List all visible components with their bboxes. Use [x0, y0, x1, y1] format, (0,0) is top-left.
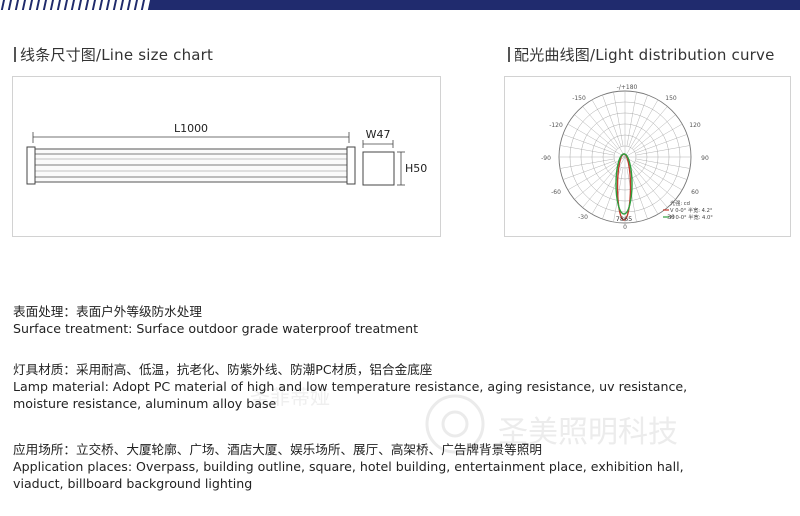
- polar-spoke: [633, 114, 676, 151]
- polar-spoke: [567, 156, 626, 191]
- legend-h: H 0-0° 半宽: 4.0°: [670, 213, 713, 221]
- header-stripe-bar: [0, 0, 800, 14]
- surface-treatment-block: 表面处理：表面户外等级防水处理 Surface treatment: Surfa…: [13, 303, 418, 337]
- polar-spoke: [628, 94, 648, 147]
- polar-spoke: [631, 165, 668, 208]
- angle-label-p120: 120: [689, 122, 701, 129]
- polar-spoke: [567, 123, 626, 158]
- watermark-logo-core: [441, 410, 469, 438]
- h-plane-curve: [615, 153, 633, 215]
- application-cn: 应用场所：立交桥、大厦轮廓、广场、酒店大厦、娱乐场所、展厅、高架桥、广告牌背景等…: [13, 442, 542, 457]
- polar-spoke: [624, 99, 659, 158]
- angle-label-180: -/+180: [617, 84, 638, 91]
- angle-label-p150: 150: [665, 95, 677, 102]
- application-block: 应用场所：立交桥、大厦轮廓、广场、酒店大厦、娱乐场所、展厅、高架桥、广告牌背景等…: [13, 441, 684, 492]
- angle-label-p60: 60: [691, 189, 699, 196]
- height-label: H50: [405, 162, 427, 175]
- angle-label-n30: -30: [578, 214, 588, 221]
- polar-spoke: [635, 160, 688, 180]
- polar-spoke: [613, 91, 624, 147]
- angle-label-0: 0: [623, 224, 627, 231]
- polar-spoke: [582, 165, 619, 208]
- polar-spoke: [559, 158, 615, 169]
- angle-label-n60: -60: [551, 189, 561, 196]
- distribution-panel: -/+180 -150 150 -120 120 -90 90 -60 60 -…: [504, 76, 791, 237]
- legend-unit: 光强: cd: [670, 199, 690, 207]
- lamp-cross-section: [362, 151, 395, 186]
- polar-spoke: [631, 106, 668, 149]
- line-size-heading: 线条尺寸图/Line size chart: [14, 44, 213, 65]
- lamp-material-cn: 灯具材质：采用耐高、低温，抗老化、防紫外线、防潮PC材质，铝合金底座: [13, 362, 433, 377]
- surface-treatment-cn: 表面处理：表面户外等级防水处理: [13, 304, 202, 319]
- line-size-panel: L1000 W47 H50: [12, 76, 441, 237]
- lamp-material-en-line1: Lamp material: Adopt PC material of high…: [13, 379, 688, 394]
- polar-spoke: [574, 114, 617, 151]
- application-en-line2: viaduct, billboard background lighting: [13, 476, 253, 491]
- polar-spoke: [562, 134, 615, 154]
- polar-diagram: -/+180 -150 150 -120 120 -90 90 -60 60 -…: [541, 84, 713, 231]
- angle-label-n90: -90: [541, 155, 551, 162]
- polar-spoke: [635, 145, 691, 156]
- lamp-material-block: 灯具材质：采用耐高、低温，抗老化、防紫外线、防潮PC材质，铝合金底座 Lamp …: [13, 361, 687, 412]
- width-label: W47: [366, 128, 391, 141]
- polar-spoke: [591, 99, 626, 158]
- polar-spoke: [624, 156, 683, 191]
- angle-label-p30: 30: [667, 214, 675, 221]
- curve-legend: 光强: cd V 0-0° 半宽: 4.2° H 0-0° 半宽: 4.0°: [663, 199, 713, 221]
- polar-spoke: [635, 158, 691, 169]
- angle-labels: -/+180 -150 150 -120 120 -90 90 -60 60 -…: [541, 84, 709, 231]
- polar-spoke: [626, 91, 637, 147]
- angle-label-p90: 90: [701, 155, 709, 162]
- heading-marker: [14, 47, 16, 62]
- lamp-material-en-line2: moisture resistance, aluminum alloy base: [13, 396, 277, 411]
- heading-marker: [508, 47, 510, 62]
- stripe-pattern: [0, 0, 800, 10]
- polar-spoke: [559, 145, 615, 156]
- application-en-line1: Application places: Overpass, building o…: [13, 459, 684, 474]
- angle-label-n150: -150: [572, 95, 586, 102]
- distribution-heading: 配光曲线图/Light distribution curve: [508, 44, 775, 65]
- length-label: L1000: [174, 122, 208, 135]
- surface-treatment-en: Surface treatment: Surface outdoor grade…: [13, 321, 419, 336]
- legend-v: V 0-0° 半宽: 4.2°: [670, 206, 713, 214]
- angle-label-n120: -120: [549, 122, 563, 129]
- polar-spoke: [562, 160, 615, 180]
- line-size-drawing: L1000 W47 H50: [26, 122, 427, 186]
- polar-spoke: [582, 106, 619, 149]
- polar-grid: [558, 90, 692, 224]
- polar-spoke: [574, 163, 617, 200]
- polar-spoke: [633, 163, 676, 200]
- polar-spoke: [635, 134, 688, 154]
- lamp-side-view: [26, 146, 356, 185]
- polar-spoke: [602, 94, 622, 147]
- center-intensity-value: 7865: [616, 215, 633, 223]
- polar-spoke: [624, 123, 683, 158]
